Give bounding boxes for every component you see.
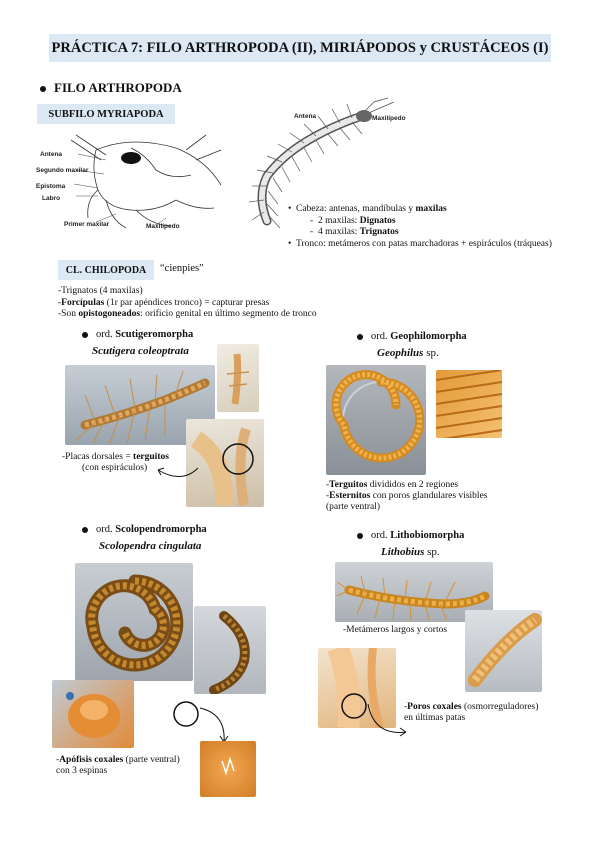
highlight-circle: [222, 443, 254, 475]
scolopendra-caption: -Apófisis coxales (parte ventral) con 3 …: [56, 755, 180, 776]
label-antena: Antena: [40, 151, 62, 158]
arrow-icon: [199, 707, 229, 743]
class-label: CL. CHILOPODA: [58, 260, 154, 280]
species-scutigera: Scutigera coleoptrata: [92, 345, 189, 357]
photo-scutigera-terguitos: [186, 419, 264, 507]
label-primer-maxilar: Primer maxilar: [64, 221, 110, 228]
label-epistoma: Epistoma: [36, 183, 66, 190]
lithobius-illustration: [336, 575, 490, 621]
arrow-icon: [157, 467, 199, 477]
scolopendra-coiled-illustration: [85, 574, 184, 672]
bullet-icon: [82, 526, 88, 533]
photo-scolopendra-coiled: [75, 563, 193, 681]
highlight-circle: [341, 693, 367, 719]
lithobius-ventral-illustration: [468, 613, 542, 687]
poros-coxales-illustration: [327, 648, 384, 728]
species-lithobius: Lithobius sp.: [381, 546, 440, 558]
subphylum-label: SUBFILO MYRIAPODA: [37, 104, 175, 124]
label-maxilipedo-body: Maxilípedo: [372, 115, 406, 122]
page-title-text: PRÁCTICA 7: FILO ARTHROPODA (II), MIRIÁP…: [51, 39, 549, 56]
head-anatomy-diagram: Antena Segundo maxilar Epistoma Labro Pr…: [36, 134, 222, 230]
highlight-circle: [173, 701, 199, 727]
myriapoda-features: Cabeza: antenas, mandíbulas y maxilas 2 …: [278, 204, 598, 250]
phylum-heading-text: FILO ARTHROPODA: [54, 80, 182, 95]
order-lithobiomorpha-heading: ord. Lithobiomorpha: [357, 530, 464, 541]
arrow-icon: [367, 703, 407, 737]
class-common-name: “cienpies”: [160, 263, 204, 274]
feature-trunk: Tronco: metámeros con patas marchadoras …: [288, 239, 598, 251]
label-segundo-maxilar: Segundo maxilar: [36, 167, 89, 174]
bullet-icon: [82, 331, 88, 338]
geophilus-illustration: [331, 370, 425, 463]
scutigera-detail-illustration: [226, 353, 250, 405]
segments-illustration: [436, 370, 502, 438]
feature-head: Cabeza: antenas, mandíbulas y maxilas 2 …: [288, 204, 598, 239]
order-geophilomorpha-heading: ord. Geophilomorpha: [357, 331, 467, 342]
photo-geophilus-segments: [436, 370, 502, 438]
phylum-heading: FILO ARTHROPODA: [40, 80, 182, 96]
head-eye-shape: [121, 152, 141, 164]
scutigera-illustration: [74, 370, 210, 444]
scolopendra-head-illustration: [66, 692, 120, 738]
feature-trignatos: 4 maxilas: Trignatos: [310, 227, 598, 239]
photo-scolopendra-body: [194, 606, 266, 694]
photo-scolopendra-head: [52, 680, 134, 748]
feature-dignatos: 2 maxilas: Dignatos: [310, 216, 598, 228]
bullet-icon: [357, 532, 363, 539]
photo-apofisis-coxales: [200, 741, 256, 797]
chilopoda-description: -Trignatos (4 maxilas) -Forcípulas (1r p…: [58, 286, 418, 321]
species-geophilus: Geophilus sp.: [377, 347, 439, 359]
bullet-icon: [357, 333, 363, 340]
label-antena-body: Antena: [294, 113, 316, 120]
species-scolopendra: Scolopendra cingulata: [99, 540, 202, 552]
terguitos-illustration: [190, 427, 254, 506]
order-scutigeromorpha-heading: ord. Scutigeromorpha: [82, 329, 193, 340]
scolopendra-body-illustration: [209, 611, 250, 694]
bullet-icon: [40, 86, 46, 93]
photo-scutigera-dorsal: [65, 365, 215, 445]
page-title: PRÁCTICA 7: FILO ARTHROPODA (II), MIRIÁP…: [49, 34, 551, 62]
chilopoda-line-1: -Trignatos (4 maxilas): [58, 286, 143, 296]
chilopoda-line-2: -Forcípulas (1r par apéndices tronco) = …: [58, 297, 270, 308]
order-scolopendromorpha-heading: ord. Scolopendromorpha: [82, 524, 207, 535]
lithobius-caption-1: -Metámeros largos y cortos: [343, 625, 448, 635]
label-maxilipedo: Maxilípedo: [146, 223, 180, 230]
photo-lithobius-ventral: [465, 610, 542, 692]
geophilus-caption: -Terguitos divididos en 2 regiones -Este…: [326, 480, 488, 512]
centipede-body-diagram: Antena Maxilípedo: [248, 97, 406, 229]
lithobius-caption-2: -Poros coxales (osmorreguladores) en últ…: [404, 702, 539, 723]
label-labro: Labro: [42, 195, 60, 202]
photo-geophilus-coiled: [326, 365, 426, 475]
photo-scutigera-detail: [217, 344, 259, 412]
chilopoda-line-3: -Son opistogoneados: orificio genital en…: [58, 309, 317, 319]
scutigera-caption: -Placas dorsales = terguitos (con espirá…: [62, 452, 169, 473]
subphylum-text: SUBFILO MYRIAPODA: [48, 108, 164, 120]
apofisis-illustration: [221, 756, 235, 776]
photo-poros-coxales: [318, 648, 396, 728]
